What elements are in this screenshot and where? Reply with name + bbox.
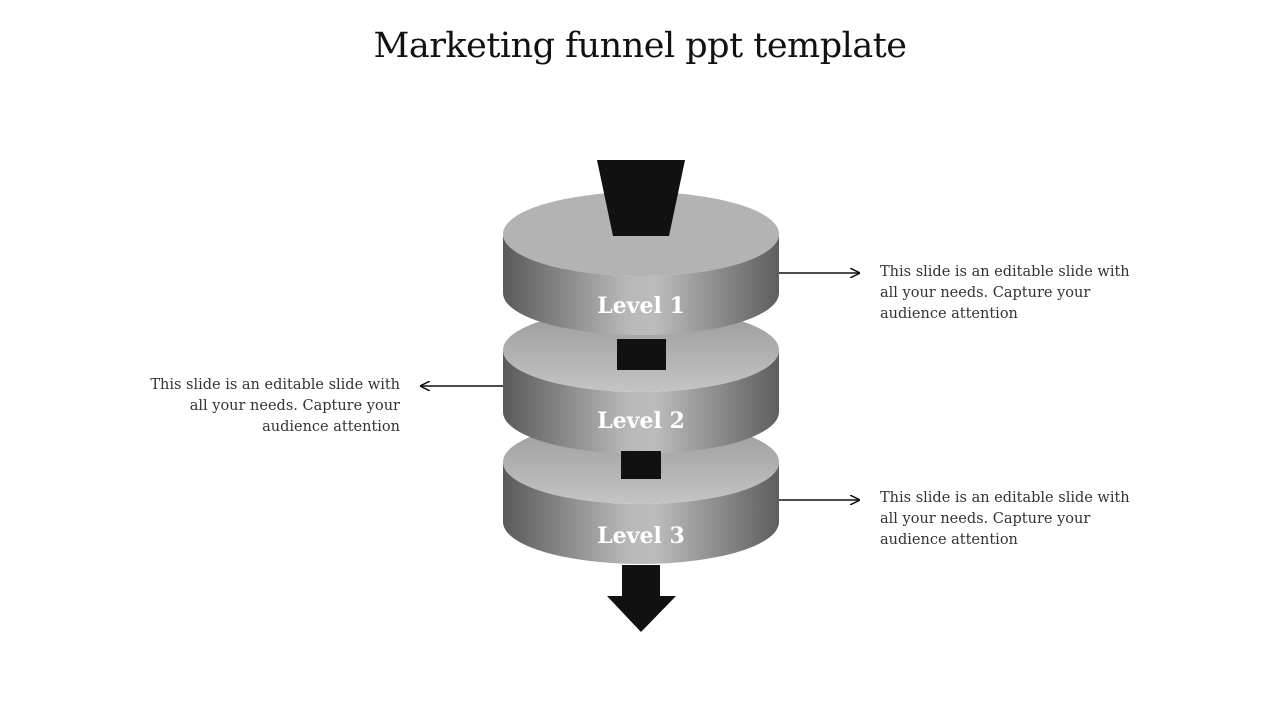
funnel-exit-arrow (607, 565, 676, 632)
level-label-1: Level 1 (597, 293, 685, 319)
disc-side (503, 350, 779, 454)
slide-title: Marketing funnel ppt template (373, 26, 907, 66)
level-label-3: Level 3 (597, 523, 685, 549)
disc-side (503, 462, 779, 564)
level-label-2: Level 2 (597, 408, 685, 434)
disc-side (503, 234, 779, 335)
connector-block-1 (617, 339, 666, 370)
level-2-description: This slide is an editable slide with all… (150, 377, 400, 435)
funnel-entry-shape (597, 160, 685, 236)
level-3-description: This slide is an editable slide with all… (880, 490, 1130, 548)
connector-block-2 (621, 451, 661, 479)
level-1-description: This slide is an editable slide with all… (880, 264, 1130, 322)
